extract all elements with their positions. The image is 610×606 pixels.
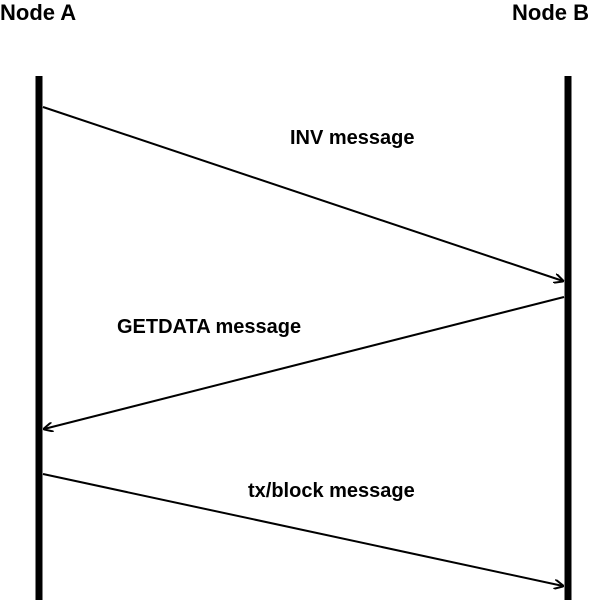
inv-arrow	[42, 106, 563, 281]
message-label: GETDATA message	[117, 316, 302, 338]
message-label: INV message	[290, 127, 415, 149]
message-label: tx/block message	[248, 480, 415, 502]
node-a-label: Node A	[0, 0, 77, 25]
node-b-label: Node B	[512, 0, 589, 25]
txblock-arrow	[42, 473, 563, 586]
getdata-arrow	[44, 296, 565, 429]
